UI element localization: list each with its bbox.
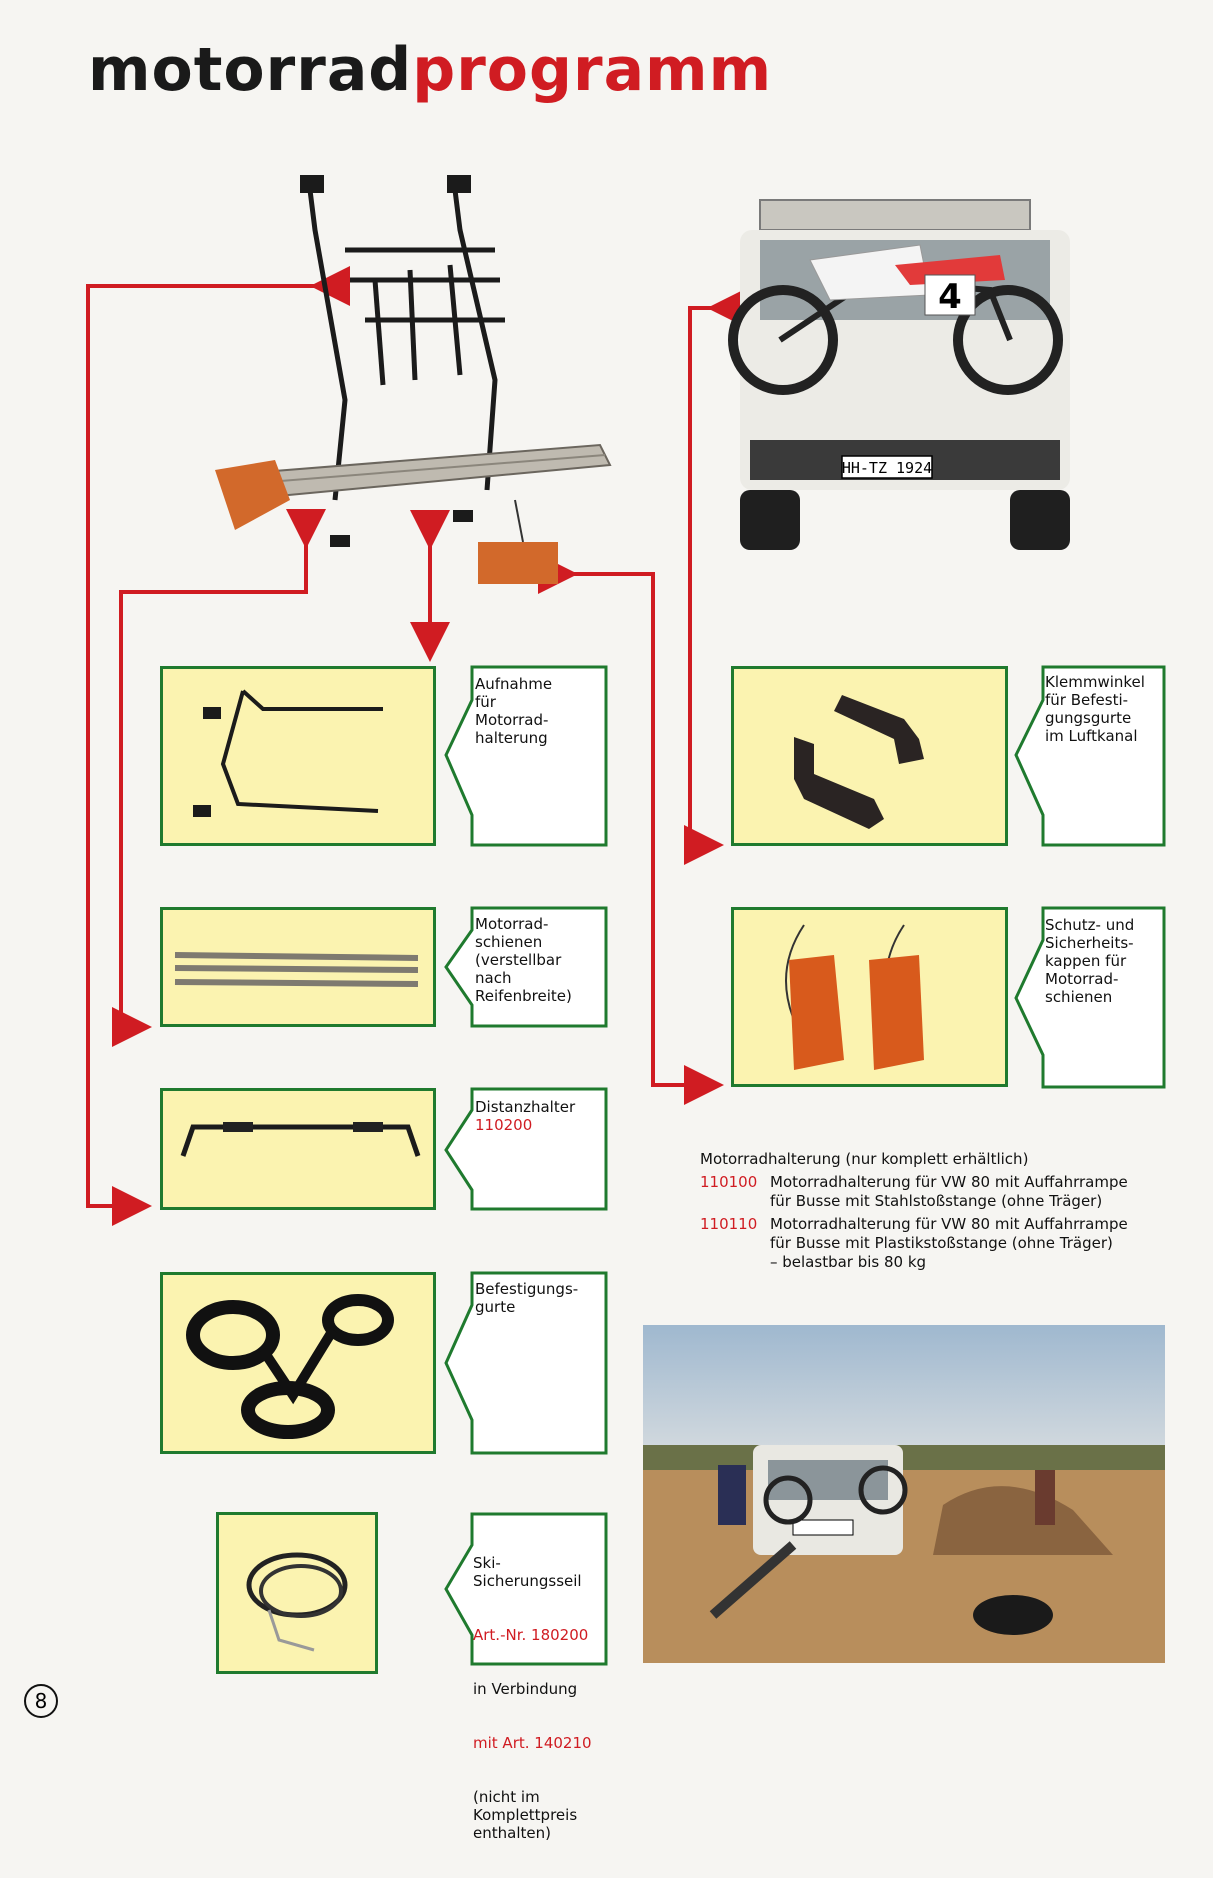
label-box-frames: [444, 665, 1166, 1666]
gurte-photo: [186, 1294, 394, 1439]
product-box-distanzhalter: [160, 1088, 436, 1210]
info-entry: 110100 Motorradhalterung für VW 80 mit A…: [700, 1173, 1128, 1210]
product-box-gurte: [160, 1272, 436, 1454]
loading-scene-photo: [643, 1325, 1165, 1663]
label-klemmwinkel: Klemmwinkel für Befesti- gungsgurte im L…: [1045, 673, 1145, 745]
distanzhalter-photo: [180, 1122, 421, 1157]
label-distanzhalter: Distanzhalter 110200: [475, 1098, 576, 1134]
car-rear-motorcycle-photo: HH-TZ 1924 4: [728, 199, 1070, 550]
schienen-photo: [174, 952, 419, 987]
klemmwinkel-photo: [794, 695, 924, 829]
product-info: Motorradhalterung (nur komplett erhältli…: [700, 1150, 1170, 1272]
bike-number: 4: [938, 277, 962, 317]
product-box-sicherungsseil: [216, 1512, 378, 1674]
page-number: 8: [24, 1684, 58, 1718]
product-box-aufnahme: [160, 666, 436, 846]
distanzhalter-code: 110200: [475, 1116, 533, 1134]
motorcycle-rack-photo: [215, 175, 612, 584]
connector-arrows: [86, 266, 747, 1226]
license-plate: HH-TZ 1924: [842, 459, 932, 477]
label-kappen: Schutz- und Sicherheits- kappen für Moto…: [1045, 916, 1135, 1006]
product-box-klemmwinkel: [731, 666, 1008, 846]
sicherungsseil-photo: [246, 1552, 348, 1652]
info-entry: 110110 Motorradhalterung für VW 80 mit A…: [700, 1215, 1128, 1252]
info-note: – belastbar bis 80 kg: [770, 1253, 927, 1271]
product-box-kappen: [731, 907, 1008, 1087]
label-schienen: Motorrad- schienen (verstellbar nach Rei…: [475, 915, 572, 1005]
page-title: motorradprogramm: [88, 35, 773, 105]
label-sicherungsseil: Ski- Sicherungsseil Art.-Nr. 180200 in V…: [473, 1554, 592, 1842]
catalog-page: motorradprogramm: [24, 35, 1170, 1842]
product-box-schienen: [160, 907, 436, 1027]
info-heading: Motorradhalterung (nur komplett erhältli…: [700, 1150, 1029, 1168]
label-gurte: Befestigungs- gurte: [475, 1280, 579, 1316]
aufnahme-photo: [193, 689, 383, 817]
label-aufnahme: Aufnahme für Motorrad- halterung: [475, 675, 553, 747]
kappen-photo: [785, 924, 924, 1070]
